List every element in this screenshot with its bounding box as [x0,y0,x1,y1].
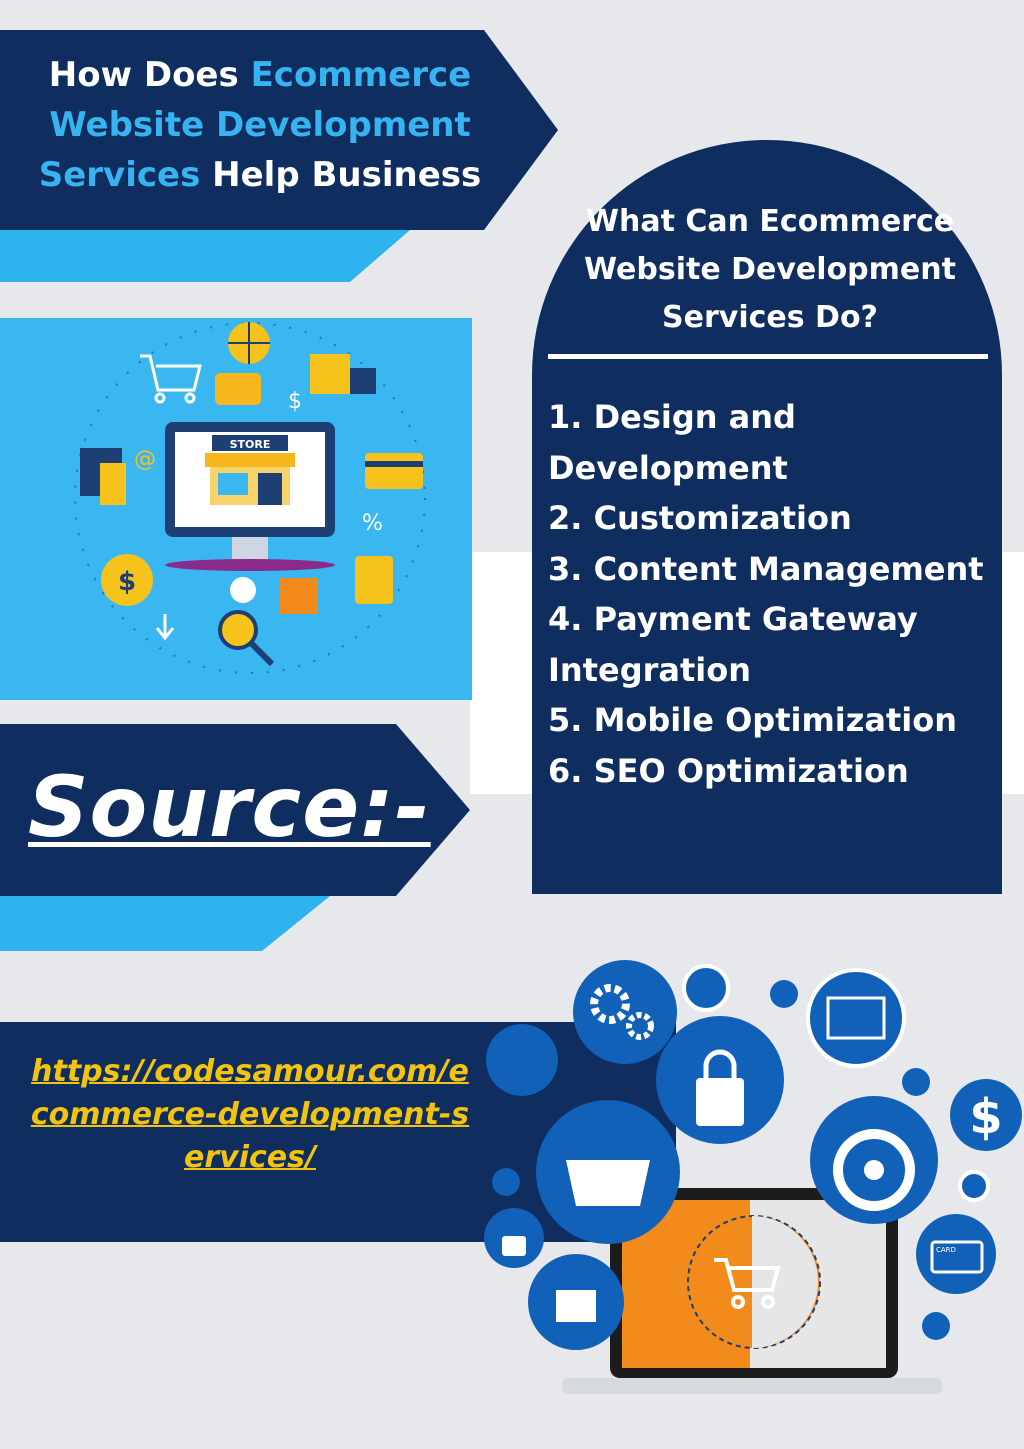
monitor-icon: STORE [165,422,335,571]
ecommerce-illustration: STORE $ [0,318,472,700]
services-card [532,140,1002,894]
percent-icon: % [362,511,383,536]
card-payment-icon [916,1214,996,1294]
ecommerce-laptop-graphic: $ CARD [484,960,1022,1394]
browser-window-icon [806,968,906,1068]
dollar-circle-icon [950,1079,1022,1151]
chat-icon [215,373,261,405]
list-item: 2. Customization [548,499,852,537]
source-accent-stripe [0,896,330,951]
title-banner [0,30,558,230]
title-part-1: How Does [48,55,251,95]
gears-icon [573,960,677,1064]
cart-icon [714,1258,781,1309]
list-item: 4. Payment Gateway Integration [548,600,918,689]
calculator-icon [355,556,393,604]
list-item: 1. Design and Development [548,398,796,487]
download-icon [155,614,175,641]
like-icon [486,1024,558,1096]
source-label: Source:- [28,758,431,856]
title-part-2: Help Business [200,155,482,195]
cart-icon [140,354,202,404]
card-divider [548,354,988,359]
list-item: 5. Mobile Optimization [548,701,958,739]
source-banner [0,724,470,896]
title-accent-stripe [0,230,410,282]
gift-icon [280,578,318,614]
services-list: 1. Design and Development 2. Customizati… [548,392,988,796]
credit-card-icon [365,453,423,489]
title-highlight: Ecommerce Website Development Services [38,55,472,195]
coin-icon [101,554,153,606]
list-item: 3. Content Management [548,549,984,588]
store-sign: STORE [230,438,271,451]
list-item: 6. SEO Optimization [548,751,909,790]
card-label: CARD [936,1246,956,1254]
at-icon: @ [134,447,156,472]
svg-text:$: $ [118,567,136,597]
dollar-icon: $ [288,389,302,414]
source-link[interactable]: https://codesamour.com/ecommerce-develop… [30,1054,470,1175]
card-title: What Can Ecommerce Website Development S… [584,204,956,335]
svg-text:$: $ [969,1089,1002,1145]
delivery-truck-icon [310,354,350,394]
cloud-icon [230,577,256,603]
magnifier-icon [218,610,258,650]
page-title: How Does Ecommerce Website Development S… [30,50,490,200]
online-store-graphic: STORE $ [74,322,426,674]
